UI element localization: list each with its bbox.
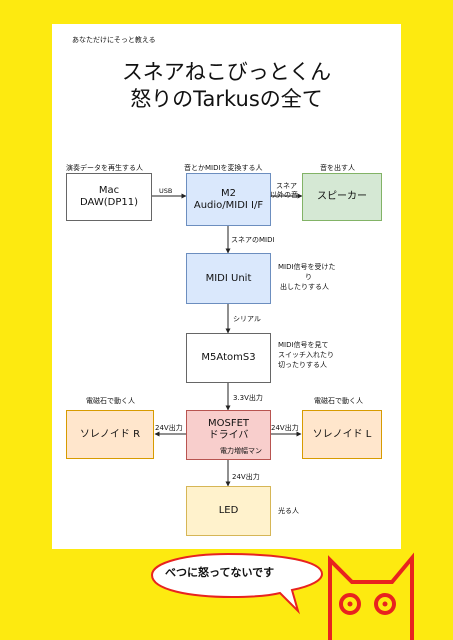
node-led: LED	[186, 486, 271, 536]
node-mac-line1: Mac	[98, 185, 120, 196]
edge-label-24v-r: 24V出力	[155, 424, 183, 432]
speaker-caption: 音を出す人	[320, 164, 355, 172]
node-mosfet-line1: MOSFET	[207, 418, 250, 429]
node-m2-line2: Audio/MIDI I/F	[193, 199, 264, 211]
edge-label-usb: USB	[159, 187, 173, 195]
node-solenoid-r: ソレノイド R	[66, 410, 154, 459]
top-note: あなただけにそっと教える	[72, 36, 156, 44]
node-m5-line1: M5AtomS3	[201, 352, 256, 363]
m5-note-2: スイッチ入れたり	[278, 351, 334, 359]
m2-caption: 音とかMIDIを変換する人	[184, 164, 263, 172]
midi-unit-note-1: MIDI信号を受けた	[278, 263, 336, 271]
mosfet-subcaption: 電力増幅マン	[220, 447, 262, 455]
mac-caption: 演奏データを再生する人	[66, 164, 143, 172]
node-mac-line2: DAW(DP11)	[80, 197, 138, 208]
edge-label-3v3: 3.3V出力	[233, 394, 263, 402]
midi-unit-note-3: 出したりする人	[280, 283, 329, 291]
node-speaker-line1: スピーカー	[317, 191, 367, 202]
node-solenoid-l-line1: ソレノイド L	[312, 428, 372, 440]
midi-unit-note-2: り	[305, 273, 312, 281]
speech-bubble-text: べつに怒ってないです	[165, 566, 275, 579]
edge-label-24v-led: 24V出力	[232, 473, 260, 481]
led-caption: 光る人	[278, 507, 299, 515]
title-line-1: スネアねこびっとくん	[121, 60, 332, 84]
edge-label-serial: シリアル	[233, 315, 261, 323]
node-m2-line1: M2	[221, 187, 236, 199]
edge-label-other-sounds: 以外の音	[270, 191, 298, 199]
node-midi-unit: MIDI Unit	[186, 253, 271, 304]
m5-note-3: 切ったりする人	[278, 361, 327, 369]
sol-r-caption: 電磁石で動く人	[86, 397, 135, 405]
node-speaker: スピーカー	[302, 173, 382, 221]
edge-label-snare-midi: スネアのMIDI	[231, 236, 275, 244]
node-solenoid-l: ソレノイド L	[302, 410, 382, 459]
node-mosfet-line2: ドライバ	[208, 430, 249, 441]
title-line-2: 怒りのTarkusの全て	[130, 87, 323, 111]
edge-label-snare: スネア	[276, 182, 297, 190]
edge-label-24v-l: 24V出力	[271, 424, 299, 432]
node-solenoid-r-line1: ソレノイド R	[79, 428, 141, 440]
m5-note-1: MIDI信号を見て	[278, 341, 329, 349]
node-midi-unit-line1: MIDI Unit	[205, 272, 252, 284]
node-m5: M5AtomS3	[186, 333, 271, 383]
sol-l-caption: 電磁石で動く人	[314, 397, 363, 405]
node-led-line1: LED	[218, 505, 239, 516]
